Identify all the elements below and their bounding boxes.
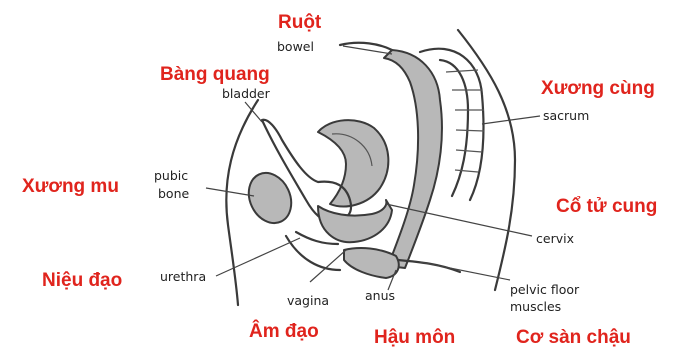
pelvic-floor-label-en-2: muscles	[510, 299, 561, 314]
pelvic-floor-label-en-1: pelvic floor	[510, 282, 580, 297]
leader-vagina	[310, 250, 346, 282]
vagina-label-vi: Âm đạo	[249, 320, 319, 342]
pubic-bone-label-vi: Xương mu	[22, 176, 119, 197]
bowel-label-en: bowel	[277, 39, 314, 54]
pelvic-floor-label-vi: Cơ sàn chậu	[516, 327, 631, 348]
bowel-label-vi: Ruột	[278, 12, 322, 33]
leader-urethra	[216, 238, 300, 276]
body-back-contour	[458, 30, 515, 290]
leader-pubic-bone	[206, 188, 254, 196]
vagina-label-en: vagina	[287, 293, 329, 308]
pelvic-floor-shape	[344, 248, 399, 278]
bladder-label-en: bladder	[222, 86, 271, 101]
pubic-bone-shape	[241, 166, 299, 230]
bowel-shape	[384, 50, 442, 268]
vietnamese-labels: Ruột Bàng quang Xương cùng Xương mu Cổ t…	[22, 12, 657, 348]
leader-pelvic-floor	[420, 262, 510, 280]
anus-label-vi: Hậu môn	[374, 327, 455, 348]
vagina-shape	[318, 200, 392, 242]
sacrum-label-vi: Xương cùng	[541, 78, 655, 99]
anus-label-en: anus	[365, 288, 395, 303]
sacrum-label-en: sacrum	[543, 108, 589, 123]
urethra-label-en: urethra	[160, 269, 206, 284]
cervix-label-vi: Cổ tử cung	[556, 196, 657, 217]
cervix-label-en: cervix	[536, 231, 574, 246]
pubic-label-en-1: pubic	[154, 168, 188, 183]
bladder-label-vi: Bàng quang	[160, 64, 270, 85]
uterus-shape	[318, 120, 388, 206]
pubic-label-en-2: bone	[158, 186, 190, 201]
urethra-label-vi: Niệu đạo	[42, 270, 122, 291]
